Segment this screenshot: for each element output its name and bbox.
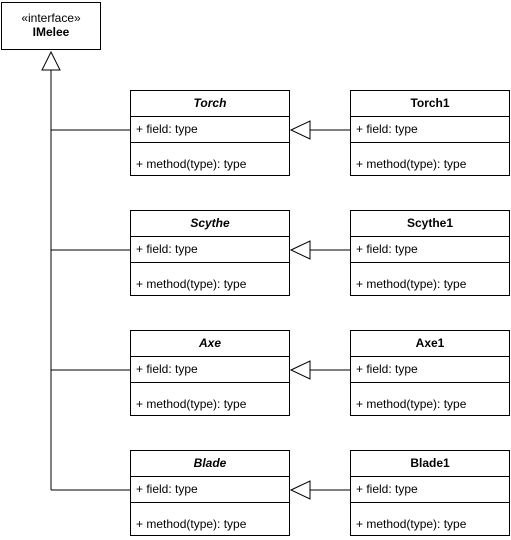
class-method: + method(type): type bbox=[356, 157, 467, 171]
generalization-arrowhead-blade bbox=[289, 480, 311, 500]
class-field: + field: type bbox=[131, 477, 289, 503]
class-box-axe[interactable]: Axe + field: type + method(type): type bbox=[130, 330, 290, 416]
class-field: + field: type bbox=[351, 477, 509, 503]
class-method: + method(type): type bbox=[136, 517, 247, 531]
interface-stereotype: «interface» bbox=[21, 11, 81, 25]
class-name: Axe bbox=[131, 331, 289, 357]
class-field: + field: type bbox=[351, 117, 509, 143]
class-field: + field: type bbox=[351, 237, 509, 263]
interface-name: IMelee bbox=[32, 25, 70, 39]
generalization-arrowhead-torch bbox=[289, 120, 311, 140]
class-box-torch1[interactable]: Torch1 + field: type + method(type): typ… bbox=[350, 90, 510, 176]
class-method: + method(type): type bbox=[356, 517, 467, 531]
class-name: Torch bbox=[131, 91, 289, 117]
generalization-arrowhead-scythe bbox=[289, 240, 311, 260]
interface-box-imelee[interactable]: «interface» IMelee bbox=[1, 2, 101, 50]
class-field: + field: type bbox=[131, 237, 289, 263]
class-method: + method(type): type bbox=[356, 277, 467, 291]
generalization-arrowhead-axe bbox=[289, 360, 311, 380]
class-method: + method(type): type bbox=[136, 397, 247, 411]
class-name: Torch1 bbox=[351, 91, 509, 117]
interface-realization-arrowhead bbox=[41, 50, 61, 71]
class-box-scythe[interactable]: Scythe + field: type + method(type): typ… bbox=[130, 210, 290, 296]
class-method: + method(type): type bbox=[356, 397, 467, 411]
class-method: + method(type): type bbox=[136, 277, 247, 291]
class-name: Blade1 bbox=[351, 451, 509, 477]
class-box-blade1[interactable]: Blade1 + field: type + method(type): typ… bbox=[350, 450, 510, 536]
class-name: Axe1 bbox=[351, 331, 509, 357]
class-method: + method(type): type bbox=[136, 157, 247, 171]
class-field: + field: type bbox=[131, 117, 289, 143]
class-name: Scythe1 bbox=[351, 211, 509, 237]
class-name: Scythe bbox=[131, 211, 289, 237]
class-box-axe1[interactable]: Axe1 + field: type + method(type): type bbox=[350, 330, 510, 416]
class-box-scythe1[interactable]: Scythe1 + field: type + method(type): ty… bbox=[350, 210, 510, 296]
class-field: + field: type bbox=[131, 357, 289, 383]
class-box-torch[interactable]: Torch + field: type + method(type): type bbox=[130, 90, 290, 176]
class-name: Blade bbox=[131, 451, 289, 477]
class-box-blade[interactable]: Blade + field: type + method(type): type bbox=[130, 450, 290, 536]
class-field: + field: type bbox=[351, 357, 509, 383]
